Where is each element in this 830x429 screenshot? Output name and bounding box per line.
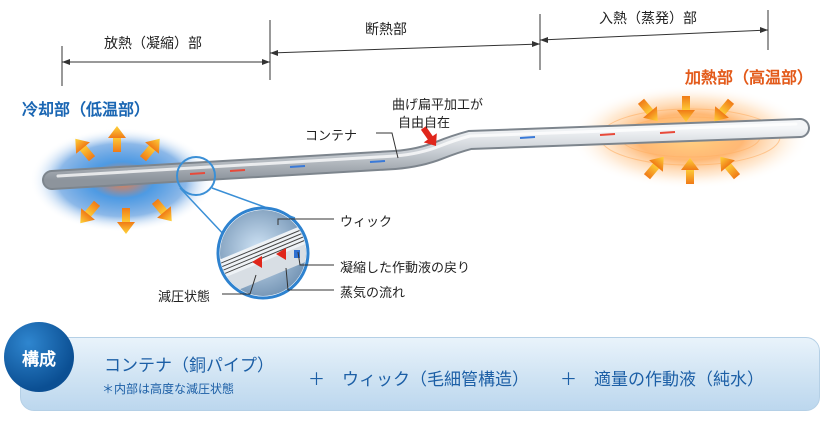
heating-zone-label: 加熱部（高温部） xyxy=(685,68,814,87)
section-insulation-label: 断熱部 xyxy=(365,22,407,38)
wick-label: ウィック xyxy=(340,215,393,230)
internal-flow-marks xyxy=(189,131,676,175)
condensed-return-label: 凝縮した作動液の戻り xyxy=(340,261,471,276)
composition-working-fluid: 適量の作動液（純水） xyxy=(594,370,764,390)
dimension-arrowheads xyxy=(62,27,768,65)
bend-note-line2: 自由自在 xyxy=(398,116,451,131)
reduced-pressure-label: 減圧状態 xyxy=(158,290,211,305)
section-input-label: 入熱（蒸発）部 xyxy=(599,11,697,27)
plus-sign-1: ＋ xyxy=(308,370,325,390)
composition-wick: ウィック（毛細管構造） xyxy=(342,370,529,390)
container-label: コンテナ xyxy=(305,129,358,144)
magnifier-connector xyxy=(179,187,228,239)
plus-sign-2: ＋ xyxy=(560,370,577,390)
composition-container-note: ＊内部は高度な減圧状態 xyxy=(102,382,235,396)
section-release-label: 放熱（凝縮）部 xyxy=(104,36,202,52)
composition-container: コンテナ（銅パイプ） xyxy=(104,356,274,376)
magnifier-source-circle xyxy=(176,156,216,196)
composition-badge: 構成 xyxy=(4,322,74,392)
cooling-arrows xyxy=(75,126,172,234)
magnified-view xyxy=(216,206,310,300)
bend-note-line1: 曲げ扁平加工が xyxy=(392,98,484,113)
vapor-flow-label: 蒸気の流れ xyxy=(340,286,406,301)
heating-arrows xyxy=(637,96,741,184)
bend-pointer-arrow xyxy=(420,126,437,146)
leader-lines xyxy=(222,132,399,295)
composition-panel xyxy=(20,337,820,411)
cooling-zone-label: 冷却部（低温部） xyxy=(22,100,151,119)
dimension-lines xyxy=(61,10,769,86)
